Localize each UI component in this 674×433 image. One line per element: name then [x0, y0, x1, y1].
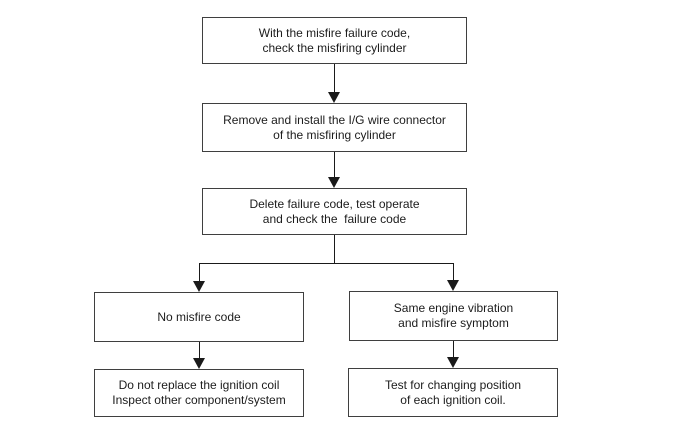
connector-step1-step2-line [334, 64, 335, 92]
flow-node-check-misfiring-cylinder: With the misfire failure code, check the… [202, 17, 467, 64]
node-text-line: and check the failure code [262, 211, 407, 226]
connector-left-result-line [199, 342, 200, 358]
flow-node-delete-code-test-operate: Delete failure code, test operate and ch… [202, 188, 467, 235]
connector-step3-branch-stem [334, 235, 335, 263]
arrowhead-down-icon [447, 280, 459, 291]
connector-right-result-line [453, 341, 454, 357]
connector-branch-left-line [199, 263, 200, 281]
node-text-line: Remove and install the I/G wire connecto… [223, 112, 446, 127]
node-text-line: Test for changing position [384, 377, 522, 392]
flow-node-test-changing-coil-position: Test for changing position of each ignit… [348, 368, 558, 417]
connector-branch-right-line [453, 263, 454, 280]
node-text-line: of each ignition coil. [400, 392, 506, 407]
node-text-line: and misfire symptom [398, 316, 509, 330]
connector-step2-step3-line [334, 152, 335, 177]
node-text-line: Delete failure code, test operate [249, 196, 420, 211]
flow-node-same-vibration-misfire-symptom: Same engine vibration and misfire sympto… [349, 291, 558, 341]
flow-node-no-misfire-code: No misfire code [94, 292, 304, 342]
flow-node-do-not-replace-ignition-coil: Do not replace the ignition coil Inspect… [94, 369, 304, 417]
node-text-line: Same engine vibration [393, 301, 514, 315]
node-text-line: check the misfiring cylinder [262, 40, 407, 55]
flow-node-reinstall-ig-wire-connector: Remove and install the I/G wire connecto… [202, 103, 467, 152]
connector-branch-horizontal-line [199, 263, 454, 264]
arrowhead-down-icon [328, 92, 340, 103]
node-text-line: Inspect other component/system [112, 393, 286, 407]
node-text-line: Do not replace the ignition coil [118, 378, 280, 392]
arrowhead-down-icon [447, 357, 459, 368]
node-text-line: No misfire code [157, 309, 241, 324]
arrowhead-down-icon [193, 281, 205, 292]
node-text-line: With the misfire failure code, [258, 25, 411, 40]
arrowhead-down-icon [328, 177, 340, 188]
node-text-line: of the misfiring cylinder [273, 127, 396, 142]
arrowhead-down-icon [193, 358, 205, 369]
